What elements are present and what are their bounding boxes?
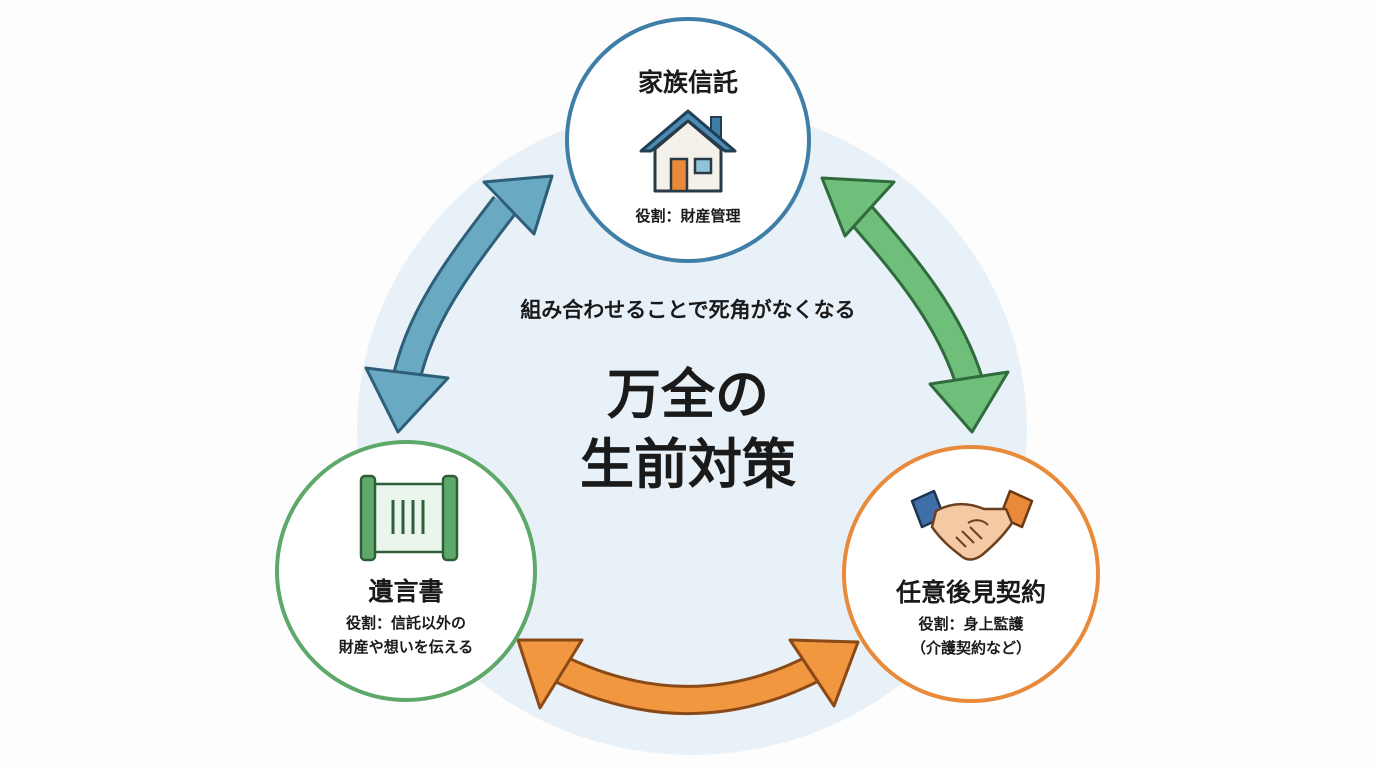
node-title: 遺言書 xyxy=(368,577,444,606)
handshake-icon xyxy=(910,489,1034,561)
node-guardianship-contract: 任意後見契約 役割：身上監護 （介護契約など） xyxy=(842,445,1100,703)
center-title-line1: 万全の xyxy=(607,363,769,426)
arrow-top-right xyxy=(820,176,1010,434)
center-subtitle: 組み合わせることで死角がなくなる xyxy=(520,298,856,322)
house-icon xyxy=(639,109,737,193)
arrow-top-left xyxy=(364,174,554,434)
node-role-line1: 役割：身上監護 xyxy=(918,615,1024,633)
node-will: 遺言書 役割：信託以外の 財産や想いを伝える xyxy=(275,440,537,702)
node-role-line1: 役割：信託以外の xyxy=(345,614,466,632)
node-role-line2: 財産や想いを伝える xyxy=(338,638,474,656)
node-role: 役割：財産管理 xyxy=(635,207,741,225)
node-role-line2: （介護契約など） xyxy=(910,639,1031,657)
center-title: 万全の 生前対策 xyxy=(460,360,916,500)
node-title: 任意後見契約 xyxy=(895,578,1046,607)
center-title-line2: 生前対策 xyxy=(580,433,796,496)
scroll-icon xyxy=(359,474,459,562)
node-family-trust: 家族信託 役割：財産管理 xyxy=(565,17,811,263)
arrow-bottom xyxy=(516,638,860,715)
node-title: 家族信託 xyxy=(637,68,738,97)
